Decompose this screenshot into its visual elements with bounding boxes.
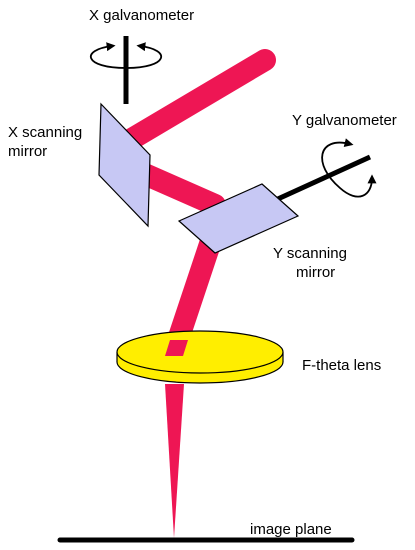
x-scanning-mirror-label: X scanning bbox=[8, 124, 82, 141]
image-plane-label: image plane bbox=[250, 521, 332, 538]
f-theta-lens-label: F-theta lens bbox=[302, 357, 381, 374]
x-galvanometer-label: X galvanometer bbox=[89, 7, 194, 24]
y-rotation-arrow-icon bbox=[321, 138, 377, 198]
f-theta-lens bbox=[116, 330, 284, 384]
y-scanning-mirror bbox=[177, 183, 300, 254]
x-scanning-mirror-label-line2: mirror bbox=[8, 143, 47, 160]
beam-on-lens bbox=[165, 340, 188, 356]
beam-x-to-y-mirror bbox=[129, 161, 226, 216]
y-scanning-mirror-label-line2: mirror bbox=[296, 264, 335, 281]
y-scanning-mirror-label: Y scanning bbox=[273, 245, 347, 262]
focused-beam bbox=[165, 384, 184, 538]
y-galvanometer-label: Y galvanometer bbox=[292, 112, 397, 129]
incoming-laser-beam bbox=[119, 49, 276, 151]
x-rotation-arrow-icon bbox=[90, 42, 162, 69]
x-scanning-mirror bbox=[98, 102, 151, 228]
